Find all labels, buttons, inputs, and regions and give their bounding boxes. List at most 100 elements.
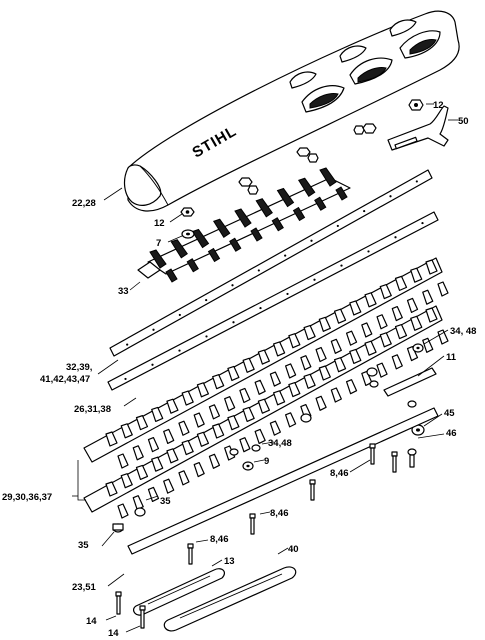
callout-22-28: 22,28	[72, 198, 96, 209]
bar-hole	[336, 224, 339, 228]
callout-46: 46	[446, 428, 457, 439]
blade-tooth	[422, 289, 434, 305]
bar-hole	[152, 328, 155, 331]
mounting-bracket-50	[387, 105, 449, 151]
cutter-blade-upper	[83, 257, 449, 469]
screws-14	[115, 591, 146, 629]
comb-tooth	[319, 167, 337, 187]
blade-tooth	[273, 390, 286, 406]
comb-tooth	[314, 196, 327, 211]
comb-tooth	[297, 177, 316, 197]
blade-tooth	[212, 423, 225, 439]
blade-tooth	[135, 415, 149, 431]
blade-tooth	[135, 464, 149, 481]
blade-tooth	[425, 307, 438, 323]
blade-tooth	[120, 423, 133, 439]
callout-23-51: 23,51	[72, 582, 96, 593]
callout-50: 50	[458, 116, 469, 127]
blade-tooth	[288, 333, 301, 349]
blade-tooth	[132, 495, 144, 511]
comb-tooth	[255, 198, 273, 218]
blade-tooth	[410, 315, 423, 331]
comb-tooth	[276, 187, 295, 208]
callout-12-top: 12	[433, 100, 444, 111]
blade-tooth	[330, 338, 342, 354]
blade-tooth	[147, 486, 160, 503]
nuts-top	[238, 99, 424, 195]
comb-tooth	[250, 227, 263, 242]
blade-tooth	[406, 345, 419, 362]
blade-tooth	[212, 374, 225, 390]
blade-tooth	[163, 478, 175, 494]
blade-tooth	[120, 473, 133, 489]
blade-tooth	[349, 348, 362, 365]
callout-41-47: 41,42,43,47	[40, 374, 90, 385]
comb-tooth	[212, 218, 231, 238]
comb-tooth	[271, 217, 284, 232]
callout-40: 40	[288, 544, 299, 555]
blade-tooth	[181, 390, 194, 406]
comb-tooth	[207, 247, 221, 263]
blade-tooth	[242, 406, 255, 423]
blade-guard: STIHL	[123, 10, 460, 212]
blade-tooth	[273, 341, 286, 357]
blade-tooth	[196, 382, 210, 398]
plate-13	[132, 568, 226, 616]
blade-tooth	[437, 281, 449, 297]
bar-hole	[259, 306, 262, 310]
blade-tooth	[242, 357, 255, 373]
blade-tooth	[391, 305, 403, 322]
blade-tooth	[269, 420, 281, 436]
blade-tooth	[196, 431, 210, 447]
blade-tooth	[285, 363, 297, 379]
blade-tooth	[345, 330, 358, 346]
comb-tooth	[186, 258, 199, 273]
callout-45: 45	[444, 408, 455, 419]
blade-tooth	[410, 267, 423, 283]
callout-14-a: 14	[86, 616, 97, 627]
blade-tooth	[364, 340, 377, 356]
comb-tooth	[191, 228, 210, 249]
blade-tooth	[333, 308, 347, 324]
blade-tooth	[361, 322, 373, 338]
callout-8-46-a: 8,46	[330, 468, 349, 479]
callout-13: 13	[224, 556, 235, 567]
callout-35-a: 35	[160, 496, 171, 507]
blade-tooth	[349, 300, 362, 316]
blade-tooth	[394, 275, 408, 291]
blade-tooth	[193, 461, 205, 478]
blade-tooth	[300, 355, 312, 371]
comb-tooth	[149, 249, 167, 269]
bar-hole	[415, 180, 418, 183]
callout-33: 33	[118, 286, 129, 297]
blade-tooth	[257, 349, 270, 365]
blade-tooth	[239, 437, 251, 453]
blade-tooth	[132, 445, 144, 461]
blade-tooth	[318, 365, 331, 381]
callout-32-39: 32,39,	[66, 362, 92, 373]
bar-hole	[178, 313, 181, 317]
bar-hole	[151, 363, 154, 366]
comb-tooth	[234, 208, 252, 228]
spacers-35	[112, 507, 146, 533]
blade-tooth	[376, 362, 388, 378]
blade-tooth	[105, 431, 118, 447]
blade-tooth	[285, 412, 297, 428]
blade-tooth	[151, 406, 164, 423]
blade-tooth	[364, 292, 377, 308]
blade-tooth	[379, 332, 392, 348]
blade-tooth	[391, 354, 403, 370]
bar-hole	[421, 221, 424, 225]
blade-tooth	[181, 439, 194, 456]
bar-32	[109, 169, 433, 357]
bar-hole	[367, 250, 370, 253]
bar-hole	[126, 343, 129, 346]
blade-tooth	[303, 373, 316, 389]
callout-7: 7	[156, 238, 161, 249]
blade-tooth	[117, 453, 129, 469]
comb-tooth	[335, 186, 348, 201]
blade-tooth	[178, 420, 190, 436]
plate-11	[369, 367, 437, 408]
blade-tooth	[437, 329, 449, 345]
cutter-blade-lower	[83, 305, 449, 519]
